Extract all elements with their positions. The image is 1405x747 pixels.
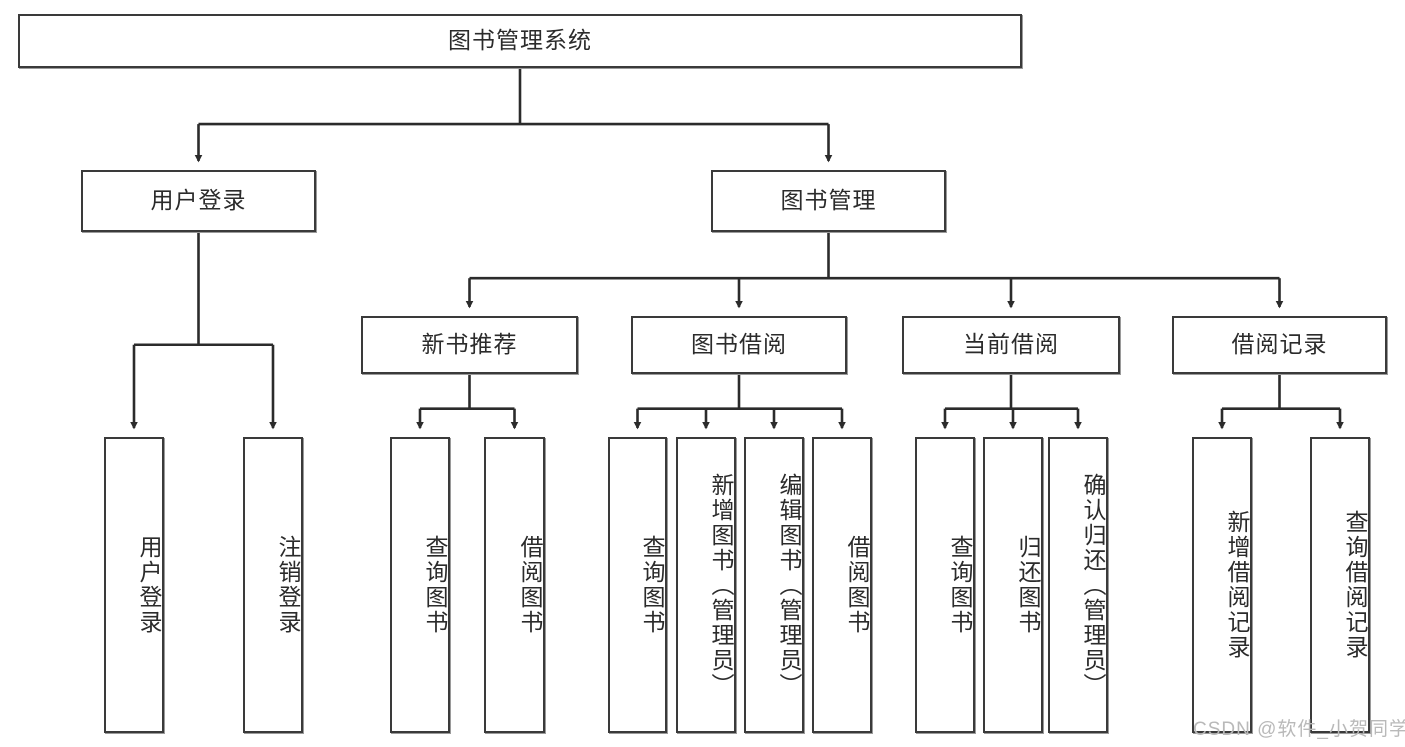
node-root[interactable]: 图书管理系统 xyxy=(18,14,1022,68)
node-book-management[interactable]: 图书管理 xyxy=(711,170,946,232)
node-book-management-label: 图书管理 xyxy=(780,187,877,214)
leaf-record-query-label: 查询借阅记录 xyxy=(1342,510,1368,660)
leaf-record-query[interactable]: 查询借阅记录 xyxy=(1310,437,1370,733)
leaf-borrow-query-book[interactable]: 查询图书 xyxy=(608,437,667,733)
leaf-current-confirm-return[interactable]: 确认归还（管理员） xyxy=(1048,437,1108,733)
leaf-borrow-edit-book[interactable]: 编辑图书（管理员） xyxy=(744,437,804,733)
leaf-current-return-book-label: 归还图书 xyxy=(1015,535,1041,635)
leaf-recommend-query-book-label: 查询图书 xyxy=(422,535,448,635)
leaf-user-login-label: 用户登录 xyxy=(136,535,162,635)
leaf-current-query-book-label: 查询图书 xyxy=(947,535,973,635)
node-root-label: 图书管理系统 xyxy=(448,27,592,54)
node-current-borrow-label: 当前借阅 xyxy=(963,331,1059,358)
leaf-record-add-label: 新增借阅记录 xyxy=(1224,510,1250,660)
leaf-recommend-borrow-book-label: 借阅图书 xyxy=(517,535,543,635)
leaf-borrow-query-book-label: 查询图书 xyxy=(639,535,665,635)
leaf-recommend-borrow-book[interactable]: 借阅图书 xyxy=(484,437,545,733)
node-new-book-recommend[interactable]: 新书推荐 xyxy=(361,316,578,374)
node-borrow-record[interactable]: 借阅记录 xyxy=(1172,316,1387,374)
leaf-current-return-book[interactable]: 归还图书 xyxy=(983,437,1043,733)
leaf-current-confirm-return-label: 确认归还（管理员） xyxy=(1080,472,1106,698)
leaf-logout[interactable]: 注销登录 xyxy=(243,437,303,733)
leaf-recommend-query-book[interactable]: 查询图书 xyxy=(390,437,450,733)
node-current-borrow[interactable]: 当前借阅 xyxy=(902,316,1120,374)
watermark: CSDN @软件_小贺同学 xyxy=(1193,719,1405,740)
node-user-login[interactable]: 用户登录 xyxy=(81,170,316,232)
leaf-record-add[interactable]: 新增借阅记录 xyxy=(1192,437,1252,733)
node-new-book-recommend-label: 新书推荐 xyxy=(421,331,518,358)
node-borrow-record-label: 借阅记录 xyxy=(1231,331,1328,358)
leaf-borrow-edit-book-label: 编辑图书（管理员） xyxy=(776,472,802,698)
leaf-borrow-lend-book[interactable]: 借阅图书 xyxy=(812,437,872,733)
leaf-borrow-add-book[interactable]: 新增图书（管理员） xyxy=(676,437,736,733)
node-book-borrow-label: 图书借阅 xyxy=(691,331,787,358)
leaf-user-login[interactable]: 用户登录 xyxy=(104,437,164,733)
leaf-borrow-lend-book-label: 借阅图书 xyxy=(844,535,870,635)
node-book-borrow[interactable]: 图书借阅 xyxy=(631,316,847,374)
leaf-logout-label: 注销登录 xyxy=(275,535,301,635)
leaf-current-query-book[interactable]: 查询图书 xyxy=(915,437,975,733)
node-user-login-label: 用户登录 xyxy=(150,187,247,214)
leaf-borrow-add-book-label: 新增图书（管理员） xyxy=(708,472,734,698)
